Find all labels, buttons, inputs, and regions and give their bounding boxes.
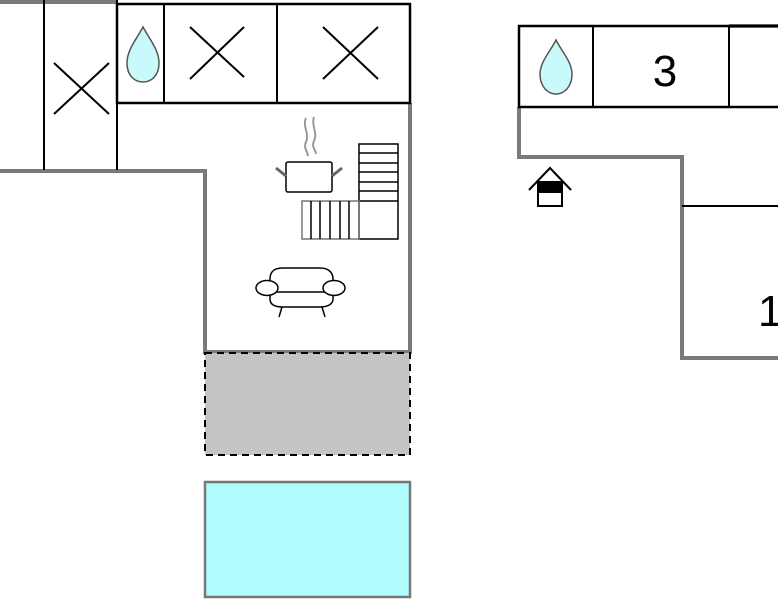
stairs-icon xyxy=(301,143,399,240)
room-row xyxy=(517,24,778,109)
terrace xyxy=(204,352,411,456)
room-label-1: 1 xyxy=(758,287,778,336)
bedroom-cross-icon xyxy=(53,62,110,115)
kitchen-pot-icon xyxy=(275,116,343,193)
bathroom-drop-icon xyxy=(539,38,573,95)
room-label-3: 3 xyxy=(653,47,677,96)
bathroom-drop-icon xyxy=(126,25,160,83)
bedroom-cross-icon xyxy=(322,26,379,80)
left-floor xyxy=(0,0,412,599)
sofa-icon xyxy=(255,267,346,318)
right-floor: 3 1 xyxy=(517,24,778,360)
pool xyxy=(203,480,412,599)
room-row xyxy=(115,2,412,105)
bedroom-cross-icon xyxy=(189,26,245,80)
entrance-icon xyxy=(528,166,572,207)
